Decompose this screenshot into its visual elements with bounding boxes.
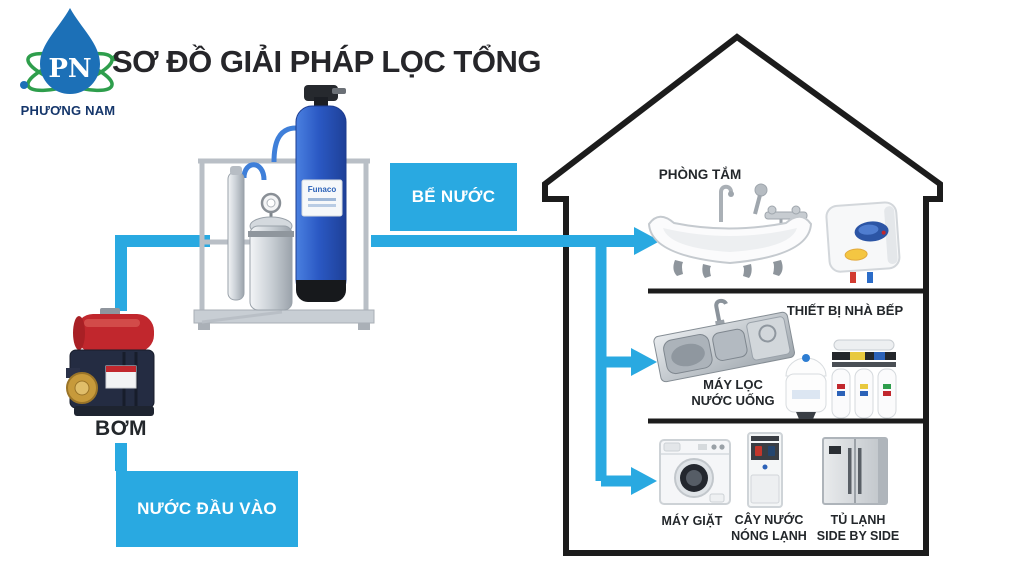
- arrowhead-bathroom: [634, 227, 660, 255]
- kitchen-equipment-label: THIẾT BỊ NHÀ BẾP: [786, 303, 904, 318]
- tank-valve-handle: [332, 88, 346, 94]
- blue-tubing2-icon: [241, 162, 267, 181]
- pump-image: [66, 308, 155, 416]
- input-water-box: NƯỚC ĐẦU VÀO: [116, 471, 298, 547]
- drinking-filter-label-line1: MÁY LỌC: [703, 377, 763, 392]
- frame-foot-right: [358, 323, 370, 330]
- water-dispenser-image: [747, 432, 783, 508]
- washer-drawer: [663, 442, 681, 452]
- fridge-display: [829, 446, 841, 454]
- canister-clamp: [248, 231, 294, 237]
- phuong-nam-logo: PN: [20, 8, 119, 94]
- fridge-label-line2: SIDE BY SIDE: [816, 528, 900, 543]
- washer-hatch: [709, 493, 725, 503]
- frame-foot-left: [198, 323, 210, 330]
- slim-steel-filter: [227, 171, 245, 301]
- dispenser-cold-tap: [768, 446, 775, 456]
- fridge-handle-right: [858, 448, 862, 494]
- page-title: SƠ ĐỒ GIẢI PHÁP LỌC TỔNG: [112, 44, 541, 79]
- fridge-label: TỦ LẠNH SIDE BY SIDE: [810, 513, 906, 544]
- heater-cold-pipe: [867, 272, 873, 283]
- logo-initials: PN: [48, 54, 91, 84]
- water-drop-icon: [40, 8, 100, 94]
- dispenser-label: CÂY NƯỚC NÓNG LẠNH: [728, 513, 810, 544]
- ro-filter-image: [785, 339, 897, 419]
- tank-base: [296, 280, 346, 302]
- blue-tubing-icon: [271, 125, 297, 163]
- pump-base: [74, 406, 154, 416]
- dispenser-cabinet: [750, 474, 780, 504]
- water-heater-image: [825, 201, 901, 283]
- ro-cartridges: [831, 368, 897, 419]
- tank-brand-text: Funaco: [308, 185, 337, 194]
- tank-valve: [304, 85, 338, 101]
- house-outline: [542, 33, 943, 556]
- bathtub-image: [647, 183, 813, 278]
- ro-membrane: [833, 339, 895, 351]
- logo-company-name: PHƯƠNG NAM: [20, 103, 116, 118]
- sink-drainboard: [746, 316, 791, 361]
- dispenser-label-line1: CÂY NƯỚC: [734, 513, 804, 527]
- heater-hot-pipe: [850, 272, 856, 283]
- tub-faucet-icon: [719, 184, 733, 222]
- dispenser-label-line2: NÓNG LẠNH: [731, 528, 807, 543]
- heater-logo: [844, 248, 868, 261]
- fridge-label-line1: TỦ LẠNH: [830, 513, 886, 527]
- pipe-pump-to-filter: [115, 235, 210, 311]
- washer-label: MÁY GIẶT: [661, 514, 723, 528]
- drinking-filter-label-line2: NƯỚC UỐNG: [691, 393, 775, 409]
- slim-filter-cap: [230, 166, 242, 175]
- logo-dot-green-icon: [111, 54, 119, 62]
- tub-feet: [673, 260, 783, 278]
- steel-canister: [249, 225, 293, 311]
- dispenser-hot-tap: [755, 446, 762, 456]
- arrowhead-utility: [631, 467, 657, 495]
- sink-faucet-icon: [714, 298, 728, 325]
- bathroom-label: PHÒNG TẮM: [658, 167, 742, 182]
- washing-machine-image: [659, 439, 731, 505]
- arrowhead-kitchen: [631, 348, 657, 376]
- ro-tank-valve: [802, 354, 810, 362]
- drinking-filter-label: MÁY LỌC NƯỚC UỐNG: [678, 377, 788, 410]
- fridge-image: [822, 437, 888, 505]
- water-filter-system-image: Funaco: [193, 85, 375, 330]
- pump-label: BƠM: [94, 417, 148, 440]
- water-tank-box: BỂ NƯỚC: [390, 163, 517, 231]
- sink-bowl-right: [712, 328, 748, 361]
- logo-dot-blue-icon: [20, 81, 28, 89]
- fridge-handle-left: [848, 448, 852, 494]
- kitchen-sink-image: [653, 298, 795, 383]
